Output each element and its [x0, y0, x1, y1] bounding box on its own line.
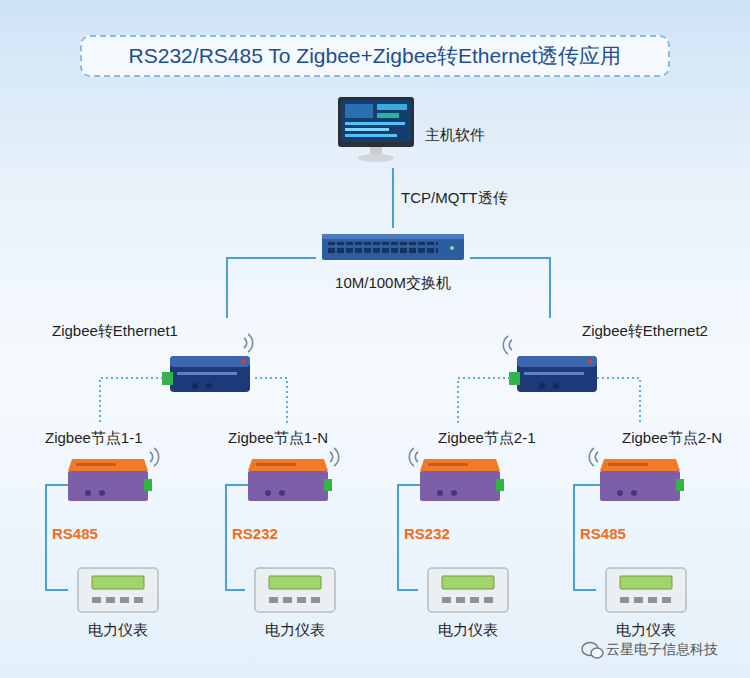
- device-label: 电力仪表: [616, 621, 676, 639]
- device-label: 电力仪表: [88, 621, 148, 639]
- serial-link: [398, 513, 418, 590]
- zigbee-link: [639, 400, 641, 425]
- link-label: RS485: [52, 525, 98, 543]
- device-label: 10M/100M交换机: [335, 274, 451, 292]
- watermark: 云星电子信息科技: [606, 640, 718, 658]
- title-box: RS232/RS485 To Zigbee+Zigbee转Ethernet透传应…: [80, 35, 670, 77]
- power-meter: 电力仪表: [418, 565, 518, 643]
- serial-link: [226, 513, 245, 590]
- device-label: 主机软件: [425, 126, 485, 144]
- device-label: 电力仪表: [438, 621, 498, 639]
- link-label: RS485: [580, 525, 626, 543]
- device-label: Zigbee转Ethernet2: [582, 322, 708, 340]
- link-label: RS232: [404, 525, 450, 543]
- ethernet-link: [470, 258, 550, 318]
- device-label: Zigbee转Ethernet1: [52, 322, 178, 340]
- zigbee-link: [99, 400, 101, 425]
- power-meter: 电力仪表: [245, 565, 345, 643]
- zigbee-gateway: Zigbee转Ethernet2: [505, 318, 737, 400]
- zigbee-link: [260, 378, 287, 425]
- device-label: Zigbee节点2-N: [622, 429, 722, 447]
- device-label: Zigbee节点1-1: [45, 429, 143, 447]
- device-label: 电力仪表: [265, 621, 325, 639]
- ethernet-link: [392, 168, 394, 228]
- network-switch: 10M/100M交换机: [316, 228, 470, 294]
- zigbee-node: Zigbee节点1-1: [42, 425, 172, 513]
- power-meter: 电力仪表: [596, 565, 696, 643]
- title-text: RS232/RS485 To Zigbee+Zigbee转Ethernet透传应…: [129, 42, 622, 70]
- serial-link: [574, 513, 596, 590]
- serial-link: [46, 513, 68, 590]
- host-software: 主机软件: [330, 92, 505, 168]
- zigbee-link: [458, 378, 505, 425]
- ethernet-link: [227, 258, 316, 318]
- link-label: RS232: [232, 525, 278, 543]
- device-label: Zigbee节点2-1: [438, 429, 536, 447]
- zigbee-node: Zigbee节点2-1: [394, 425, 566, 513]
- zigbee-node: Zigbee节点2-N: [570, 425, 742, 513]
- power-meter: 电力仪表: [68, 565, 168, 643]
- zigbee-node: Zigbee节点1-N: [222, 425, 357, 513]
- device-label: Zigbee节点1-N: [228, 429, 328, 447]
- link-label: TCP/MQTT透传: [401, 189, 508, 207]
- zigbee-gateway: Zigbee转Ethernet1: [50, 318, 260, 400]
